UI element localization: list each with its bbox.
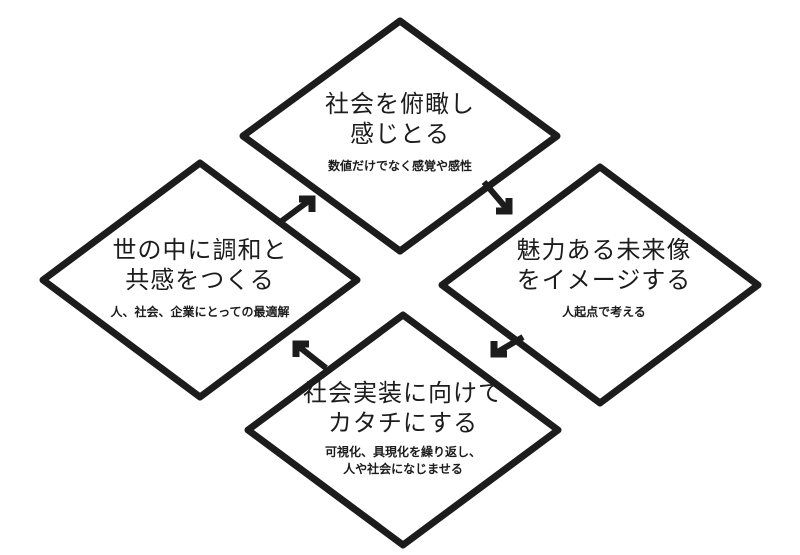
diamond-top <box>239 17 561 255</box>
up-right-arrow <box>277 195 316 226</box>
down-right-arrow <box>481 180 513 215</box>
up-left-arrow <box>292 340 328 371</box>
diamond-right <box>438 163 762 407</box>
diamond-bottom <box>244 311 562 549</box>
down-left-arrow <box>490 334 525 358</box>
